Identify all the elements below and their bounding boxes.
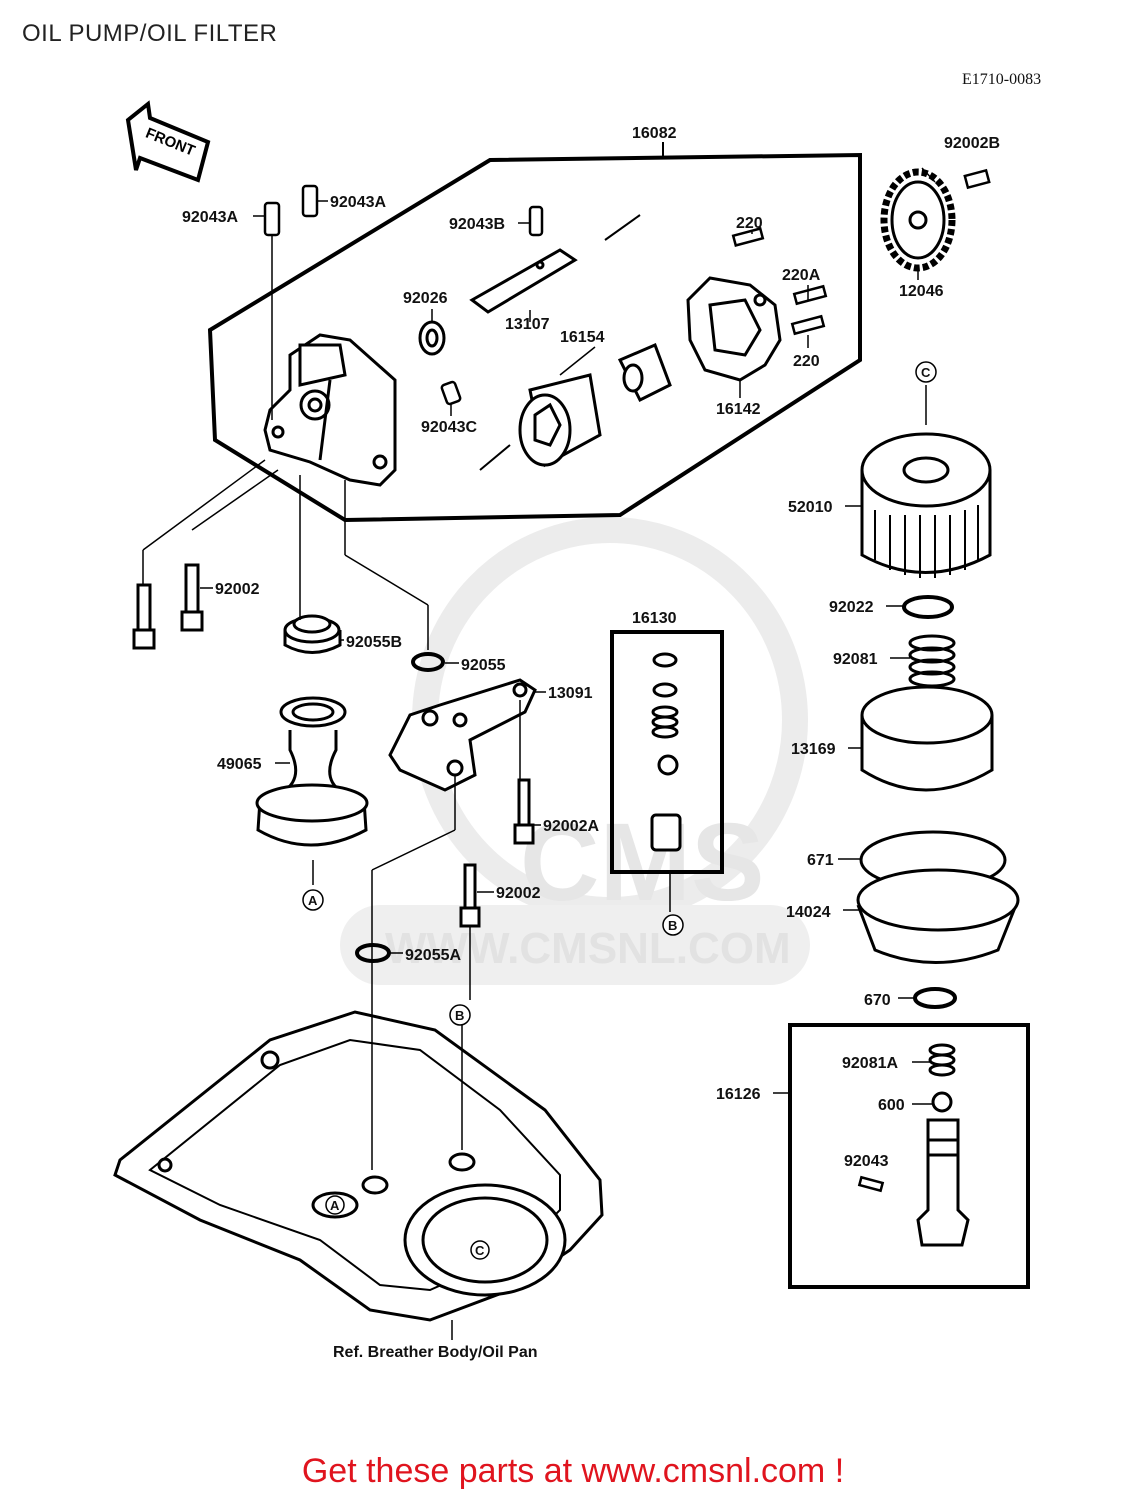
part-label: 92043C xyxy=(421,419,477,436)
part-label: 600 xyxy=(878,1097,905,1114)
part-label: 16142 xyxy=(716,401,761,418)
part-label: 92055B xyxy=(346,634,402,651)
part-label: 92081A xyxy=(842,1055,898,1072)
part-labels: 16082 92043A 92043A 92043B 92026 13107 1… xyxy=(182,125,1000,1170)
o-ring-icon xyxy=(411,652,445,672)
part-label: 13169 xyxy=(791,741,836,758)
callout-c-pan: C xyxy=(475,1243,485,1258)
relief-valve-kit-outline xyxy=(788,1023,1030,1289)
oil-pipe xyxy=(388,678,537,792)
oil-pan xyxy=(113,1010,604,1322)
part-label: 92026 xyxy=(403,290,448,307)
oil-pump-body xyxy=(263,333,397,487)
oil-pump-assembly-outline xyxy=(207,152,862,523)
leader-lines xyxy=(142,167,936,1340)
bypass-valve xyxy=(650,652,682,852)
part-label: 220 xyxy=(793,353,820,370)
o-ring-icon xyxy=(355,943,391,963)
part-label: 12046 xyxy=(899,283,944,300)
oil-filter-cover xyxy=(860,685,994,792)
inner-rotor xyxy=(617,343,672,403)
diagram-code: E1710-0083 xyxy=(962,71,1042,88)
part-label: 49065 xyxy=(217,756,262,773)
part-label: 92055A xyxy=(405,947,461,964)
part-label: 92043A xyxy=(330,194,386,211)
o-ring-icon xyxy=(913,987,957,1009)
callout-b-pan: B xyxy=(455,1008,464,1023)
part-label: 52010 xyxy=(788,499,833,516)
part-label: 92002 xyxy=(215,581,260,598)
part-label: 671 xyxy=(807,852,834,869)
washer-icon xyxy=(902,595,954,619)
part-label: 16130 xyxy=(632,610,677,627)
plug-icon xyxy=(283,614,342,654)
pump-shaft xyxy=(469,248,578,314)
page-title: OIL PUMP/OIL FILTER xyxy=(22,20,278,47)
part-label: 92043 xyxy=(844,1153,889,1170)
bypass-valve-kit-outline xyxy=(610,630,724,874)
callout-a-pan: A xyxy=(330,1198,340,1213)
part-label: 92043B xyxy=(449,216,505,233)
part-label: 670 xyxy=(864,992,891,1009)
part-label: 92002A xyxy=(543,818,599,835)
part-label: 14024 xyxy=(786,904,831,921)
part-label: 92081 xyxy=(833,651,878,668)
part-label: 13091 xyxy=(548,685,593,702)
oil-filter-element xyxy=(860,432,992,578)
bolt-icon xyxy=(132,563,535,928)
part-label: 92055 xyxy=(461,657,506,674)
callout-b: B xyxy=(668,918,677,933)
callout-markers: A B B C A C xyxy=(302,361,937,1260)
front-arrow-icon: FRONT xyxy=(125,100,211,183)
part-label: 220 xyxy=(736,215,763,232)
reference-note: Ref. Breather Body/Oil Pan xyxy=(333,1344,538,1361)
relief-valve xyxy=(916,1043,970,1247)
oil-seal-icon xyxy=(418,320,446,356)
part-label: 92002 xyxy=(496,885,541,902)
outer-rotor xyxy=(518,373,602,468)
call-to-action-link[interactable]: Get these parts at www.cmsnl.com ! xyxy=(301,1452,845,1490)
callout-a: A xyxy=(308,893,318,908)
exploded-parts-diagram: CMS WWW.CMSNL.COM FRONT xyxy=(113,100,1030,1340)
callout-c: C xyxy=(921,365,931,380)
part-label: 92022 xyxy=(829,599,874,616)
filter-bracket xyxy=(856,868,1020,964)
part-label: 16126 xyxy=(716,1086,761,1103)
part-label: 92002B xyxy=(944,135,1000,152)
part-label: 13107 xyxy=(505,316,550,333)
oil-pump-sprocket xyxy=(880,168,956,272)
oil-strainer xyxy=(255,696,369,847)
part-label: 92043A xyxy=(182,209,238,226)
part-label: 16082 xyxy=(632,125,677,142)
pump-cover xyxy=(686,276,782,382)
spring-icon xyxy=(908,634,956,688)
watermark-url: WWW.CMSNL.COM xyxy=(385,924,791,973)
part-label: 220A xyxy=(782,267,821,284)
part-label: 16154 xyxy=(560,329,605,346)
label-leaders xyxy=(200,200,933,1105)
